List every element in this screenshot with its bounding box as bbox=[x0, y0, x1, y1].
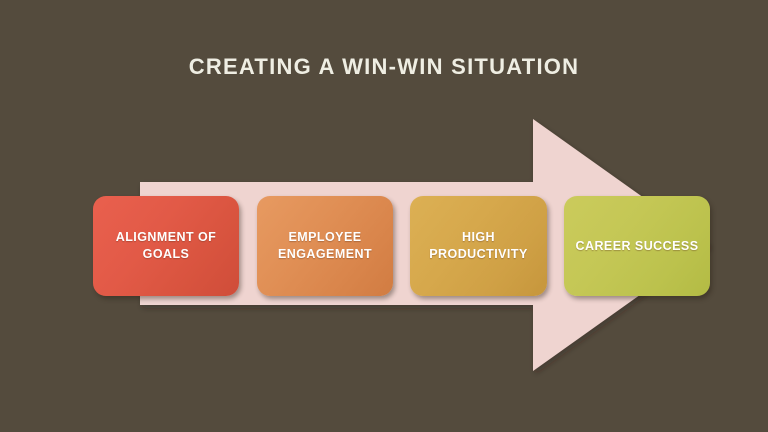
process-step-label: ALIGNMENT OF GOALS bbox=[115, 230, 217, 261]
process-step-alignment-of-goals[interactable]: ALIGNMENT OF GOALS bbox=[93, 196, 239, 296]
process-step-employee-engagement[interactable]: EMPLOYEE ENGAGEMENT bbox=[257, 196, 393, 296]
process-step-label: HIGH PRODUCTIVITY bbox=[429, 230, 528, 261]
process-step-label: EMPLOYEE ENGAGEMENT bbox=[277, 230, 373, 261]
process-step-high-productivity[interactable]: HIGH PRODUCTIVITY bbox=[410, 196, 547, 296]
process-step-label: CAREER SUCCESS bbox=[575, 238, 699, 253]
page-title: CREATING A WIN-WIN SITUATION bbox=[188, 54, 580, 79]
process-step-career-success[interactable]: CAREER SUCCESS bbox=[564, 196, 710, 296]
